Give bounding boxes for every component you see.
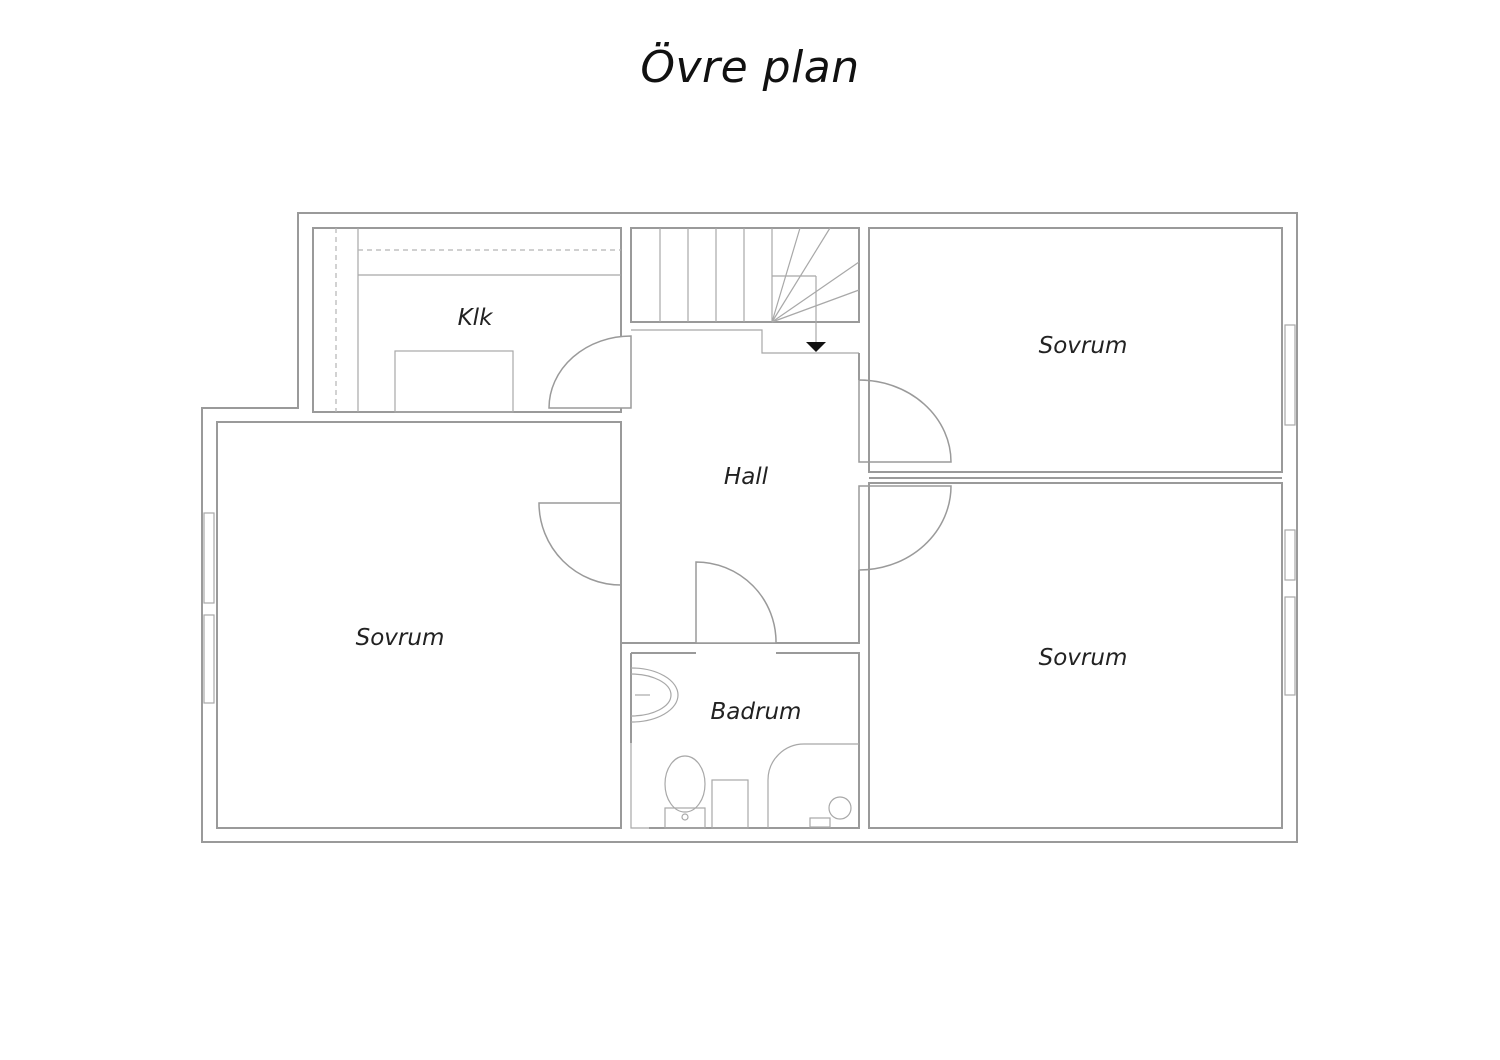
door-bedroom-bottom-right — [858, 485, 952, 571]
stair-direction-arrow-icon — [806, 342, 826, 352]
staircase — [630, 227, 860, 354]
window-left-1 — [203, 512, 215, 604]
bathroom-cabinet — [711, 779, 749, 829]
bathroom-wall-lower-left — [630, 743, 649, 829]
window-top-right — [1284, 324, 1296, 426]
hall-wall-right — [776, 353, 860, 644]
toilet-icon — [664, 755, 706, 829]
room-label-bedroom-bottom-right: Sovrum — [1039, 645, 1128, 671]
door-bedroom-top-right — [858, 379, 952, 463]
room-label-klk: Klk — [458, 305, 494, 331]
bedroom-bottom-right-room — [868, 482, 1283, 829]
door-bathroom — [695, 561, 777, 644]
room-label-bedroom-top-right: Sovrum — [1039, 333, 1128, 359]
window-bottom-right-2 — [1284, 596, 1296, 696]
bedroom-left-room — [216, 421, 622, 829]
shower-icon — [767, 743, 859, 828]
sink-icon — [630, 667, 679, 723]
room-label-hall: Hall — [724, 464, 769, 490]
door-bedroom-left — [538, 502, 622, 586]
window-left-2 — [203, 614, 215, 704]
floor-plan-title: Övre plan — [640, 42, 860, 93]
bedroom-top-right-room — [868, 227, 1283, 473]
room-label-bathroom: Badrum — [711, 699, 802, 725]
outer-wall — [201, 212, 1298, 843]
klk-chimney — [394, 350, 514, 413]
door-klk — [548, 335, 632, 409]
window-bottom-right-1 — [1284, 529, 1296, 581]
bathroom-room — [630, 652, 860, 829]
room-label-bedroom-left: Sovrum — [356, 625, 445, 651]
